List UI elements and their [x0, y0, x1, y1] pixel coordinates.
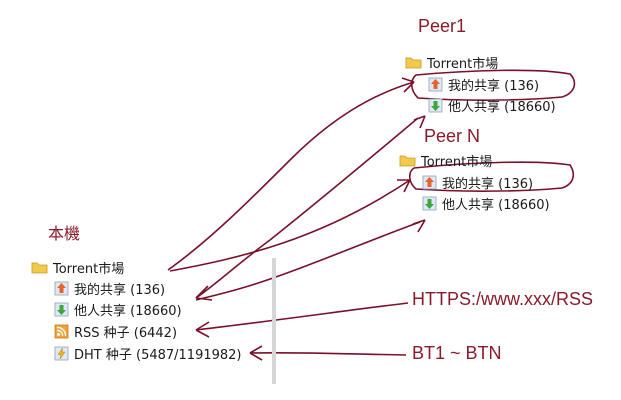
- download-share-icon: [54, 302, 69, 316]
- peer1-tree-item-my-share[interactable]: 我的共享 (136): [428, 74, 539, 94]
- arrowhead-peern-mid: [412, 219, 426, 233]
- peer1-others-share-label: 他人共享 (18660): [448, 99, 556, 115]
- local-tree-folder[interactable]: Torrent市場: [31, 257, 124, 277]
- local-tree-item-dht[interactable]: DHT 种子 (5487/1191982): [54, 343, 242, 363]
- local-rss-label: RSS 种子 (6442): [74, 325, 178, 341]
- local-tree-item-my-share[interactable]: 我的共享 (136): [54, 278, 165, 298]
- download-share-icon: [422, 196, 437, 210]
- peern-tree-item-my-share[interactable]: 我的共享 (136): [422, 172, 533, 192]
- upload-share-icon: [54, 281, 69, 295]
- arrow-local-to-peer1: [167, 81, 415, 271]
- upload-share-icon: [428, 77, 443, 91]
- peern-tree-folder[interactable]: Torrent市場: [399, 150, 492, 170]
- local-folder-label: Torrent市場: [53, 261, 125, 277]
- dht-bolt-icon: [54, 346, 69, 360]
- local-others-share-label: 他人共享 (18660): [74, 303, 182, 319]
- tree-divider-line: [272, 258, 276, 384]
- local-my-share-label: 我的共享 (136): [74, 282, 166, 298]
- local-tree-item-others-share[interactable]: 他人共享 (18660): [54, 299, 182, 319]
- peern-my-share-label: 我的共享 (136): [442, 176, 534, 192]
- upload-share-icon: [422, 175, 437, 189]
- arrow-peern-to-local: [195, 221, 421, 301]
- local-machine-label: 本機: [48, 226, 81, 243]
- peer1-tree-folder[interactable]: Torrent市場: [405, 52, 498, 72]
- peern-tree-item-others-share[interactable]: 他人共享 (18660): [422, 193, 550, 213]
- local-dht-label: DHT 种子 (5487/1191982): [74, 347, 242, 363]
- folder-icon: [405, 57, 422, 69]
- arrow-https-to-rss: [195, 302, 409, 331]
- peer1-my-share-label: 我的共享 (136): [448, 78, 540, 94]
- download-share-icon: [428, 98, 443, 112]
- arrowhead-peern-incoming: [397, 179, 411, 193]
- peer1-folder-label: Torrent市場: [427, 56, 499, 72]
- folder-icon: [399, 155, 416, 167]
- arrow-peer1-to-local: [195, 117, 419, 299]
- arrow-local-to-peern: [169, 179, 411, 272]
- bt-source-label: BT1 ~ BTN: [412, 343, 502, 363]
- arrowhead-dht: [249, 345, 263, 361]
- peer1-tree-item-others-share[interactable]: 他人共享 (18660): [428, 95, 556, 115]
- peern-folder-label: Torrent市場: [421, 154, 493, 170]
- arrowhead-peer1-incoming: [401, 77, 415, 93]
- arrowhead-local-others-1: [195, 285, 213, 301]
- local-tree-item-rss[interactable]: RSS 种子 (6442): [54, 321, 177, 341]
- https-source-label: HTTPS:/www.xxx/RSS: [412, 289, 594, 309]
- folder-icon: [31, 262, 48, 274]
- arrowhead-rss: [195, 321, 210, 338]
- rss-feed-icon: [54, 324, 69, 338]
- peer1-label: Peer1: [418, 16, 467, 36]
- peern-others-share-label: 他人共享 (18660): [442, 197, 550, 213]
- peer-n-label: Peer N: [424, 126, 481, 146]
